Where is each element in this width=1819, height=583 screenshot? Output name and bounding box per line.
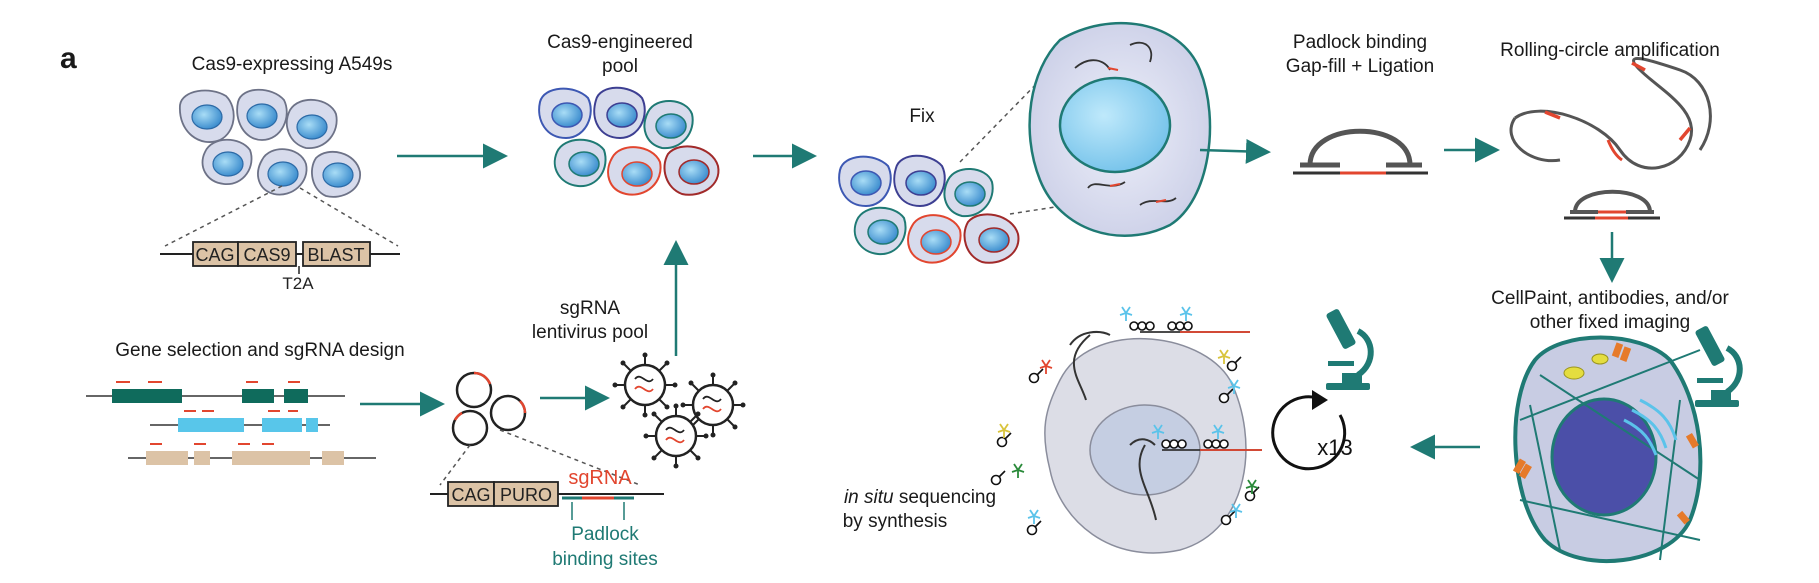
sgrna-plasmids (439, 371, 641, 486)
fixed-cell-cluster (838, 71, 1101, 264)
engineered-cell-pool (538, 86, 720, 196)
label-lentivirus-2: lentivirus pool (531, 322, 649, 343)
arrow-to-padlock (1199, 138, 1271, 164)
cycle-count: x13 (1317, 435, 1352, 460)
label-fix: Fix (909, 106, 935, 127)
label-rca: Rolling-circle amplification (1500, 40, 1720, 61)
label-cellpaint-2: other fixed imaging (1529, 312, 1691, 333)
cas9-cell-cluster (164, 88, 399, 247)
cas9-part-cas9: CAS9 (243, 245, 290, 265)
puro-construct: CAG PURO sgRNA (430, 467, 664, 520)
zoomed-fixed-cell (1028, 21, 1212, 238)
cellpaint-cell (1512, 335, 1703, 563)
puro-part-cag: CAG (451, 485, 490, 505)
label-cas9-cells: Cas9-expressing A549s (191, 54, 393, 75)
label-insitu-1: in situ sequencing (800, 487, 1040, 509)
label-lentivirus-1: sgRNA (559, 298, 621, 319)
cas9-construct: CAG CAS9 BLAST T2A (160, 241, 400, 293)
label-gene-selection: Gene selection and sgRNA design (115, 340, 405, 361)
in-situ-sequencing-cell (990, 306, 1262, 554)
panel-letter: a (60, 42, 77, 75)
gene-selection-tracks (86, 381, 376, 465)
rca-product (1509, 56, 1712, 220)
label-padlock-2: Gap-fill + Ligation (1285, 56, 1435, 77)
label-insitu-rest: sequencing (893, 487, 997, 508)
label-engineered-pool-2: pool (602, 56, 638, 77)
puro-part-puro: PURO (500, 485, 552, 505)
label-padlock-sites-1: Padlock (571, 524, 639, 545)
t2a-label: T2A (282, 274, 314, 293)
label-cellpaint-1: CellPaint, antibodies, and/or (1491, 288, 1729, 309)
cas9-part-cag: CAG (195, 245, 234, 265)
sgrna-label: sgRNA (568, 467, 632, 489)
label-insitu-italic: in situ (843, 487, 894, 508)
lentivirus-icon (611, 351, 747, 470)
label-padlock-1: Padlock binding (1292, 32, 1428, 53)
cycle-arrow-icon (1271, 390, 1347, 471)
label-padlock-sites-2: binding sites (552, 549, 658, 570)
cas9-part-blast: BLAST (307, 245, 364, 265)
label-engineered-pool-1: Cas9-engineered (547, 32, 693, 53)
padlock-probe-icon (1293, 128, 1428, 175)
label-insitu-2: by synthesis (842, 511, 948, 532)
